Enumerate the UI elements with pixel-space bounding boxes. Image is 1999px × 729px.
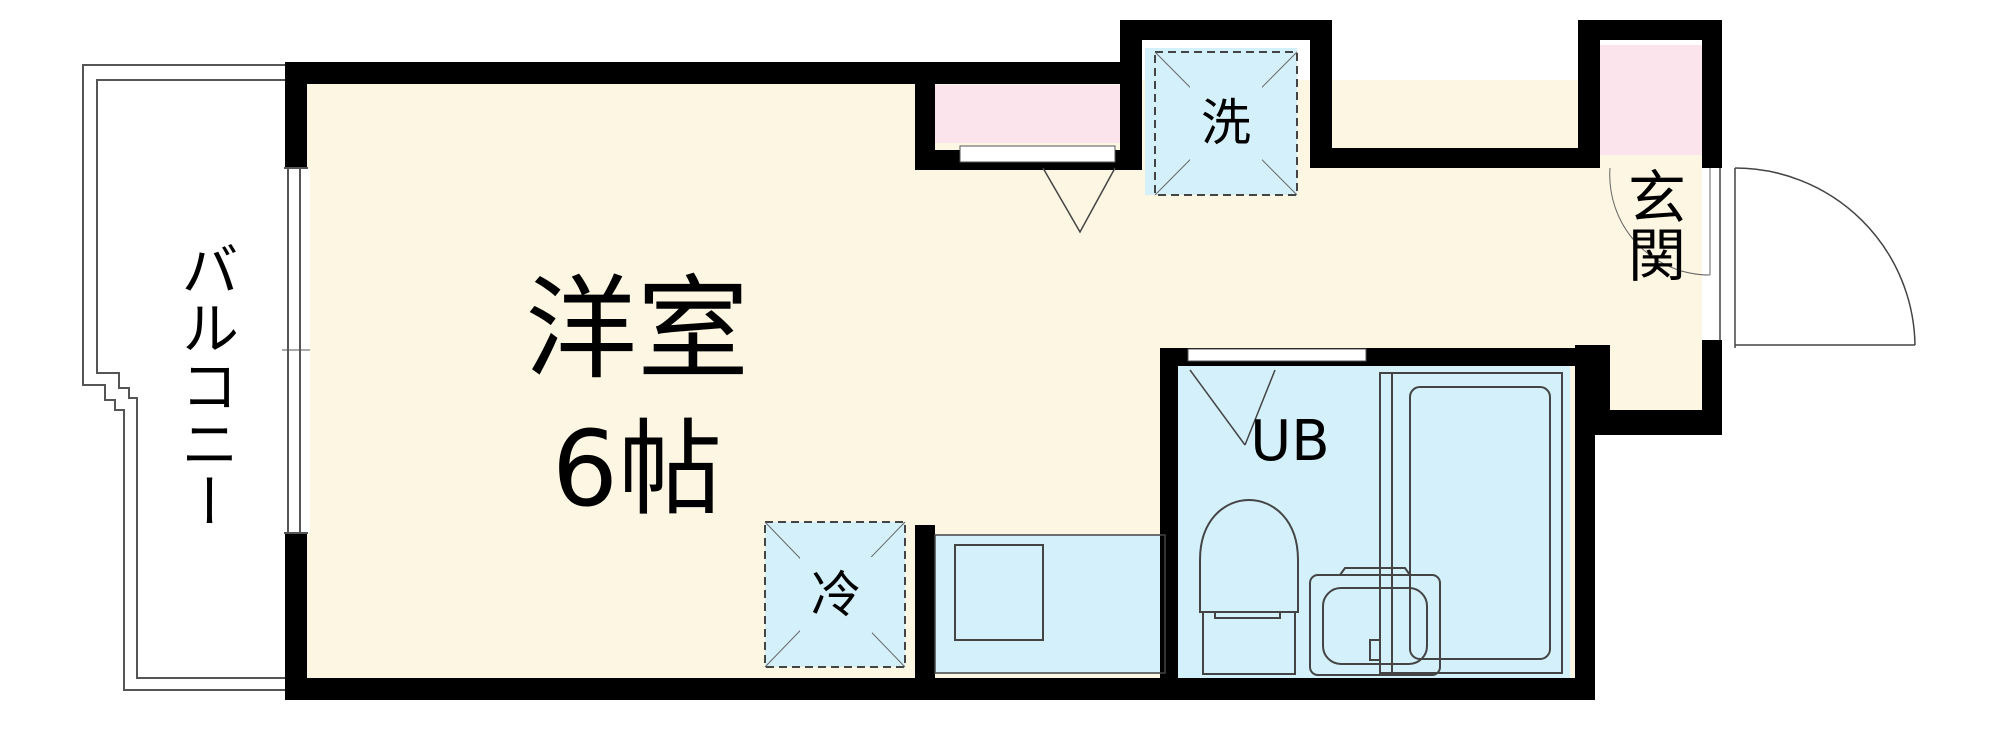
fridge-space: 冷 bbox=[764, 521, 906, 668]
kitchen-counter bbox=[934, 534, 1166, 674]
bathroom-fill bbox=[1175, 363, 1570, 678]
toilet bbox=[1199, 499, 1299, 613]
shoe-closet-fill bbox=[1590, 45, 1705, 155]
wash-basin bbox=[1309, 574, 1441, 676]
western-room-name: 洋室 bbox=[525, 265, 749, 395]
kitchen-fill bbox=[935, 535, 1165, 673]
balcony-label: バルコニー bbox=[171, 240, 239, 530]
fridge-space-label: 冷 bbox=[811, 566, 861, 624]
balcony-area bbox=[82, 64, 285, 691]
washer-space-label: 洗 bbox=[1201, 94, 1251, 152]
western-room-size: 6帖 bbox=[552, 408, 722, 530]
entrance-door bbox=[1609, 167, 1916, 348]
bathroom-fixtures bbox=[1189, 369, 1563, 676]
washer-space: 洗 bbox=[1154, 51, 1298, 196]
entrance-label: 玄関 bbox=[1618, 167, 1686, 283]
closet-door-swing bbox=[1042, 167, 1116, 234]
closet-fill bbox=[935, 85, 1125, 143]
windows bbox=[282, 145, 1367, 534]
bathroom-label: UB bbox=[1250, 409, 1329, 474]
